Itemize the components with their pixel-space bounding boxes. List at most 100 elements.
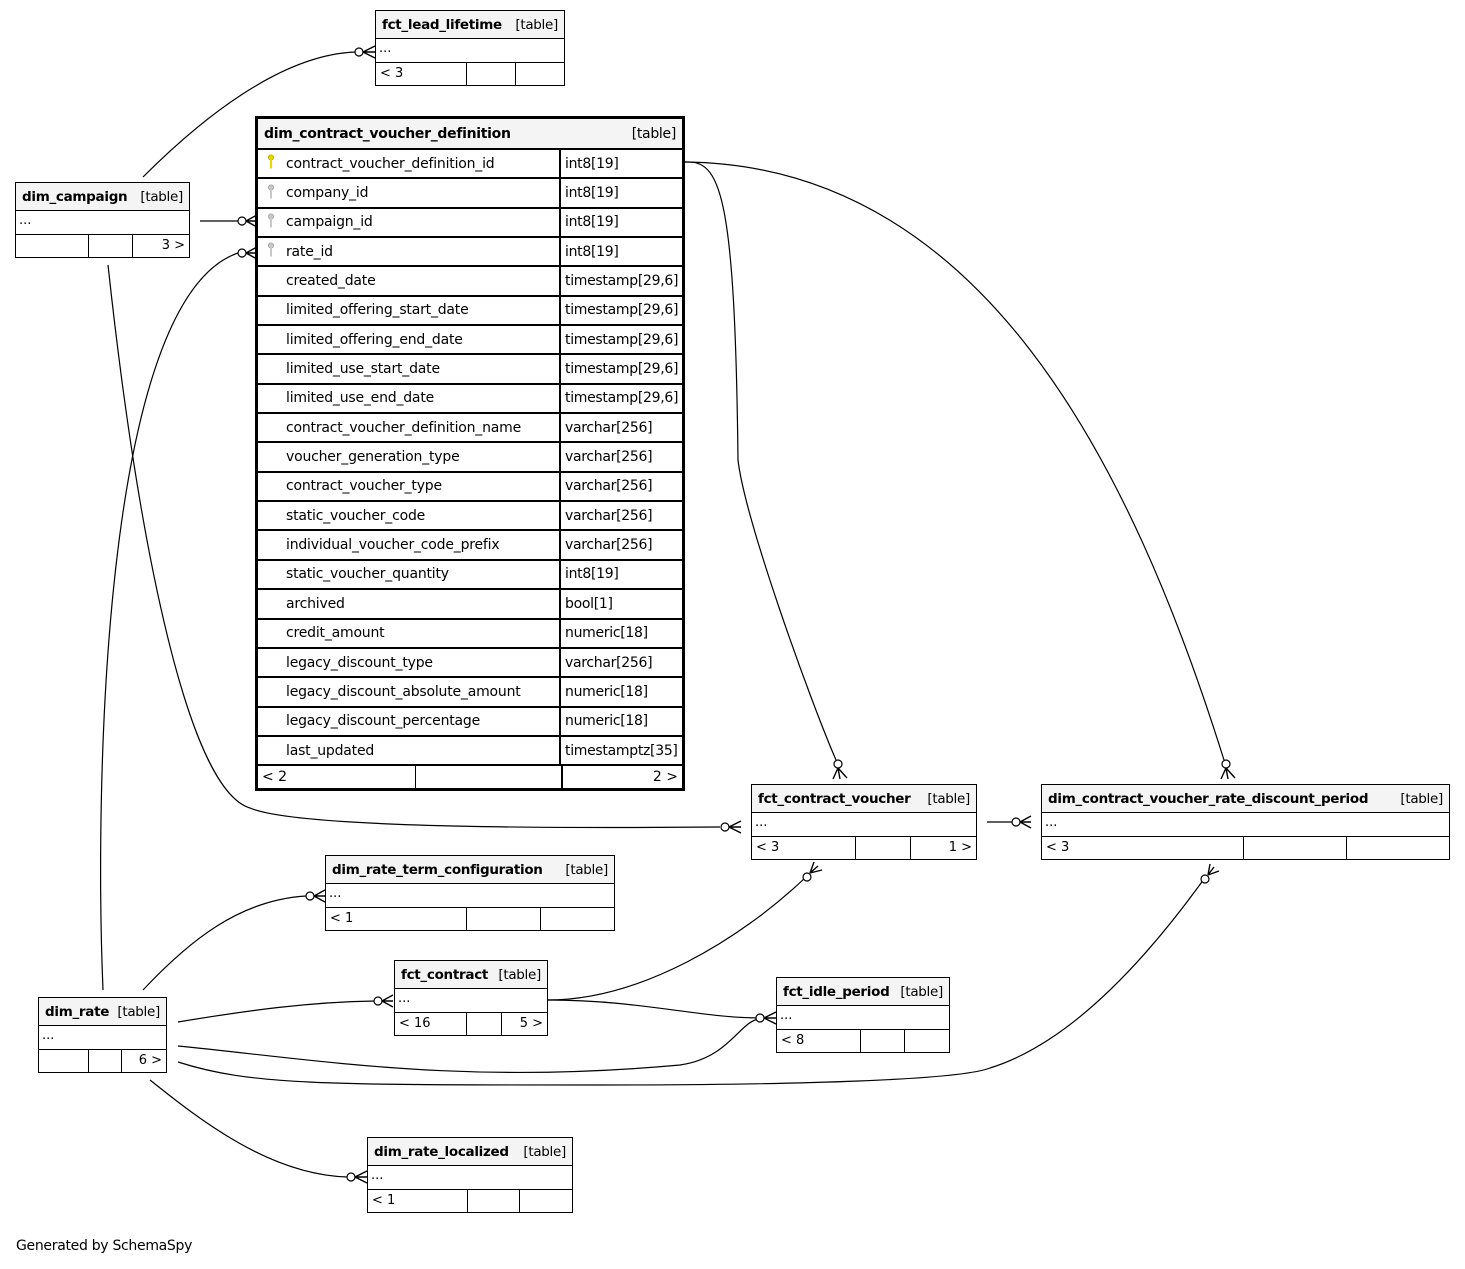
- table-dim-rate[interactable]: dim_rate [table] ... 6 >: [38, 997, 167, 1073]
- parent-count[interactable]: < 8: [777, 1030, 861, 1052]
- zero-marker: [373, 996, 383, 1006]
- table-name[interactable]: dim_contract_voucher_definition: [264, 125, 511, 142]
- child-count[interactable]: 2 >: [652, 769, 678, 786]
- child-count[interactable]: 5 >: [519, 1016, 543, 1031]
- column-type: int8[19]: [565, 214, 619, 231]
- edge-definition-contract-voucher: [684, 161, 837, 761]
- child-count[interactable]: 3 >: [161, 238, 185, 253]
- collapsed-columns: ...: [395, 989, 547, 1013]
- column-name: contract_voucher_definition_id: [286, 155, 495, 172]
- table-footer: 6 >: [39, 1050, 166, 1072]
- parent-count[interactable]: [16, 235, 89, 257]
- table-fct-idle-period[interactable]: fct_idle_period [table] ... < 8: [776, 977, 950, 1053]
- parent-count[interactable]: [39, 1050, 89, 1072]
- parent-count[interactable]: < 3: [752, 837, 856, 859]
- crow-foot-marker: [832, 767, 848, 780]
- column-type: int8[19]: [565, 185, 619, 202]
- table-fct-contract[interactable]: fct_contract [table] ... < 16 5 >: [394, 960, 548, 1036]
- table-header: fct_contract [table]: [395, 961, 547, 989]
- parent-count[interactable]: < 3: [376, 63, 467, 85]
- table-header: dim_rate_term_configuration [table]: [326, 856, 614, 884]
- column-name: static_voucher_code: [286, 507, 426, 524]
- parent-count[interactable]: < 2: [258, 766, 416, 789]
- child-count[interactable]: [1347, 837, 1449, 859]
- child-count[interactable]: [516, 63, 564, 85]
- child-count[interactable]: [520, 1190, 572, 1212]
- column-name: rate_id: [286, 243, 333, 260]
- collapsed-columns: ...: [326, 884, 614, 908]
- zero-marker: [1200, 874, 1210, 884]
- column-name: limited_use_end_date: [286, 390, 435, 407]
- child-count[interactable]: [905, 1030, 949, 1052]
- zero-marker: [802, 872, 812, 882]
- table-name[interactable]: fct_contract_voucher: [758, 790, 911, 807]
- table-dim-campaign[interactable]: dim_campaign [table] ... 3 >: [15, 182, 190, 258]
- table-name[interactable]: dim_rate: [45, 1003, 110, 1020]
- table-fct-contract-voucher[interactable]: fct_contract_voucher [table] ... < 3 1 >: [751, 784, 977, 860]
- parent-count[interactable]: < 1: [368, 1190, 468, 1212]
- parent-count[interactable]: < 3: [1042, 837, 1244, 859]
- edge-definition-discount-period: [684, 161, 1225, 761]
- table-name[interactable]: dim_campaign: [22, 188, 128, 205]
- column-name: individual_voucher_code_prefix: [286, 537, 500, 554]
- table-dim-rate-localized[interactable]: dim_rate_localized [table] ... < 1: [367, 1137, 573, 1213]
- zero-marker: [833, 759, 843, 769]
- column-name-cell: campaign_id: [258, 208, 561, 237]
- row-count: [468, 1190, 520, 1212]
- table-dim-rate-term-configuration[interactable]: dim_rate_term_configuration [table] ... …: [325, 855, 615, 931]
- column-name: company_id: [286, 185, 369, 202]
- table-name[interactable]: fct_contract: [401, 966, 489, 983]
- table-kind: [table]: [515, 16, 558, 33]
- column-name-cell: legacy_discount_absolute_amount: [258, 678, 561, 706]
- child-count[interactable]: 1 >: [948, 840, 972, 855]
- column-name-cell: company_id: [258, 179, 561, 207]
- column-row[interactable]: company_id int8[19]: [258, 179, 682, 209]
- edge-rate-term-configuration: [142, 895, 307, 991]
- table-fct-lead-lifetime[interactable]: fct_lead_lifetime [table] ... < 3: [375, 10, 565, 86]
- table-name[interactable]: dim_rate_term_configuration: [332, 861, 543, 878]
- table-footer: < 3: [1042, 837, 1449, 859]
- zero-marker: [237, 216, 247, 226]
- table-name[interactable]: fct_idle_period: [783, 983, 890, 1000]
- crow-foot-marker: [381, 994, 394, 1008]
- table-dim-contract-voucher-definition[interactable]: dim_contract_voucher_definition [table] …: [255, 116, 685, 792]
- table-footer: < 8: [777, 1030, 949, 1052]
- child-count[interactable]: [541, 908, 614, 930]
- child-count[interactable]: 6 >: [138, 1053, 162, 1068]
- column-name-cell: contract_voucher_definition_id: [258, 150, 561, 178]
- parent-count[interactable]: < 16: [395, 1013, 467, 1035]
- column-type: varchar[256]: [565, 654, 653, 671]
- crow-foot-marker: [763, 1011, 777, 1025]
- crow-foot-marker: [362, 45, 376, 59]
- column-type: timestamp[29,6]: [565, 273, 679, 290]
- zero-marker: [720, 822, 730, 832]
- table-dim-contract-voucher-rate-discount-period[interactable]: dim_contract_voucher_rate_discount_perio…: [1041, 784, 1450, 860]
- table-name[interactable]: dim_rate_localized: [374, 1143, 509, 1160]
- column-name-cell: created_date: [258, 267, 561, 295]
- crow-foot-marker: [1019, 815, 1032, 829]
- table-name[interactable]: fct_lead_lifetime: [382, 16, 502, 33]
- table-name[interactable]: dim_contract_voucher_rate_discount_perio…: [1048, 790, 1369, 807]
- column-name: legacy_discount_absolute_amount: [286, 683, 521, 700]
- parent-count[interactable]: < 1: [326, 908, 467, 930]
